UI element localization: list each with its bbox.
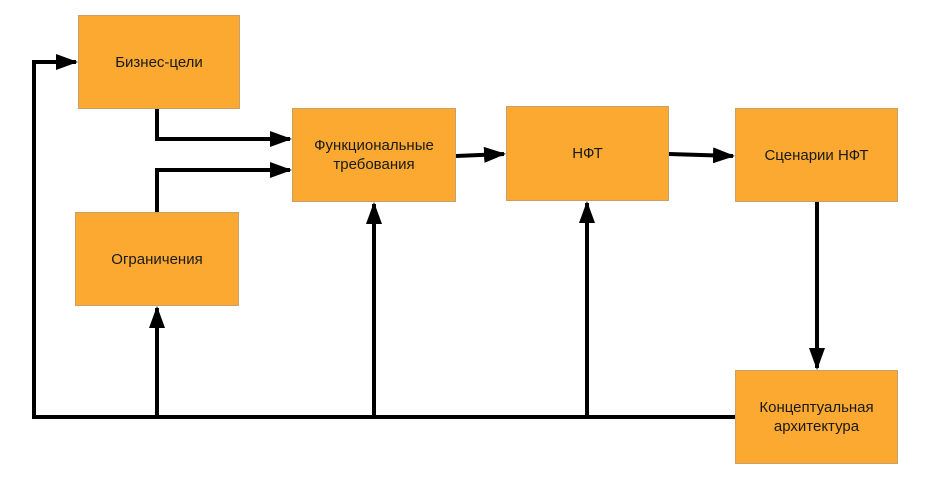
arrow-business-goals-to-functional (155, 109, 292, 147)
arrow-functional-to-nfr (455, 146, 506, 163)
arrow-nfr-to-scenarios (668, 147, 735, 164)
box-functional-requirements: Функциональные требования (292, 108, 456, 202)
box-nfr: НФТ (506, 106, 669, 201)
arrow-constraints-to-functional (155, 162, 292, 212)
box-constraints: Ограничения (75, 212, 239, 306)
box-business-goals: Бизнес-цели (78, 15, 240, 109)
box-nfr-scenarios: Сценарии НФТ (735, 108, 898, 202)
arrow-architecture-to-business-goals (32, 54, 735, 419)
box-conceptual-architecture: Концептуальная архитектура (735, 370, 898, 464)
